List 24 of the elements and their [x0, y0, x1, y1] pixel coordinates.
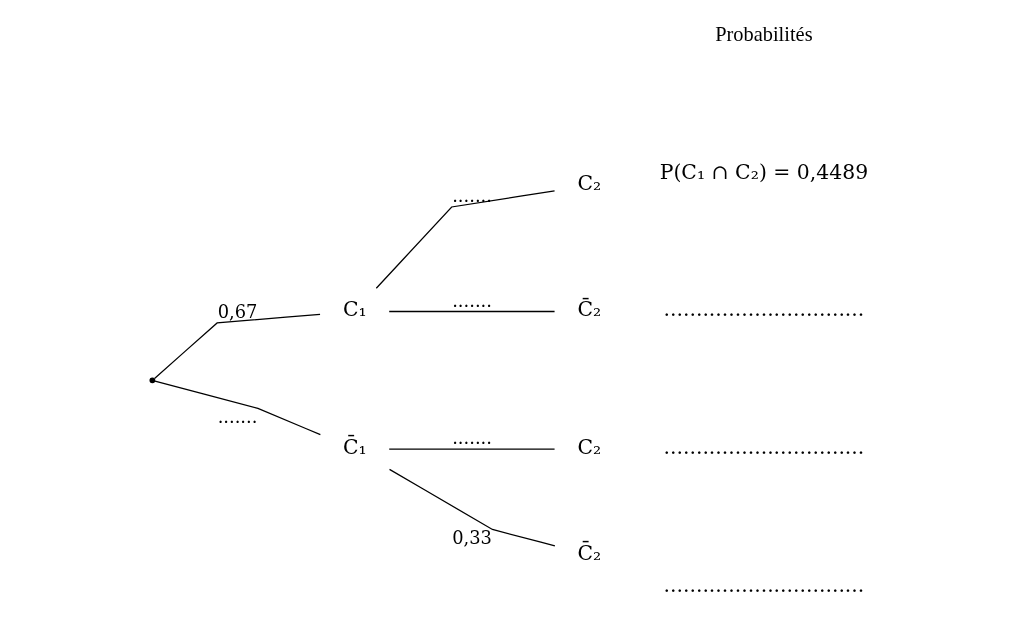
- node-text: C₂: [577, 434, 602, 459]
- edge-label: .......: [217, 405, 258, 427]
- node-label: ...............................: [663, 297, 865, 322]
- edge-label: 0,33: [452, 526, 492, 548]
- connector: [388, 448, 556, 450]
- edge-label: .......: [452, 185, 492, 207]
- edge-label: .......: [452, 289, 492, 311]
- node-text: C₁: [342, 297, 367, 322]
- connector: [153, 313, 321, 380]
- edge-label: 0,67: [217, 301, 258, 323]
- label: Probabilités: [715, 23, 813, 46]
- node-text: C₂: [577, 171, 602, 196]
- node-text: C̄₂: [577, 297, 602, 322]
- node-point: [149, 377, 156, 384]
- edge-label: .......: [452, 427, 492, 449]
- connector: [388, 468, 556, 547]
- connector: [388, 310, 556, 313]
- node-label: P(C₁ ∩ C₂) = 0,4489: [659, 159, 869, 184]
- connector: [375, 190, 556, 289]
- node-label: ...............................: [663, 572, 865, 597]
- node-text: C̄₁: [342, 434, 367, 459]
- connector: [154, 380, 321, 436]
- node-label: ...............................: [663, 434, 865, 459]
- node-text: C̄₂: [577, 540, 602, 565]
